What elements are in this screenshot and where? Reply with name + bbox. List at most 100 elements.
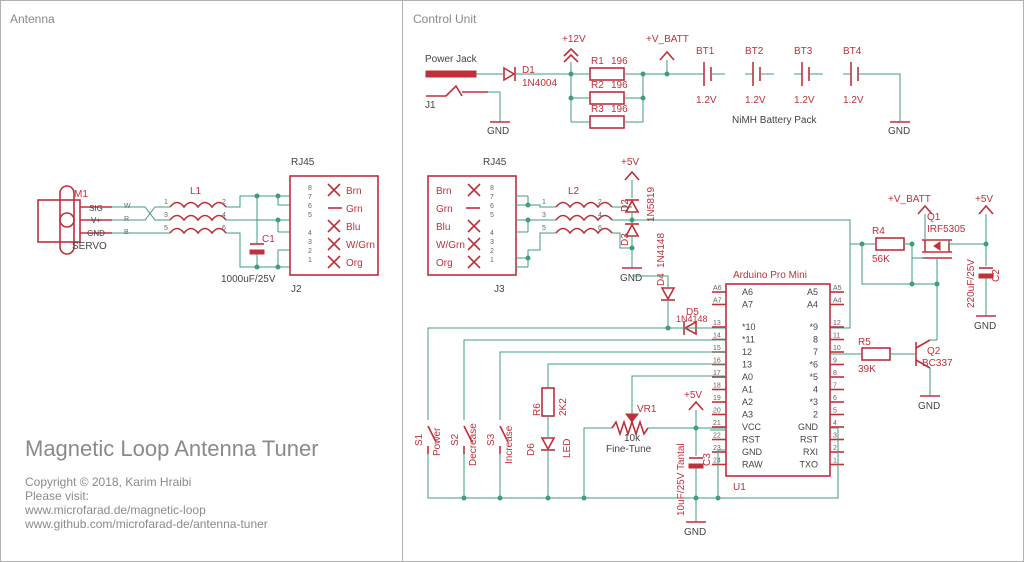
u1-right-pin-number: 3: [833, 433, 837, 440]
svg-text:+5V: +5V: [975, 194, 993, 205]
j3-pin: 2: [490, 248, 494, 255]
section-antenna-title: Antenna: [10, 12, 55, 26]
switch-s3: S3 Increase: [486, 425, 515, 464]
u1-right-pin-name: 2: [813, 410, 818, 420]
rail-5v-c2: +5V: [975, 194, 994, 266]
svg-text:D4: D4: [656, 273, 667, 286]
u1-left-pin-name: *10: [742, 322, 756, 332]
svg-text:2K2: 2K2: [558, 398, 569, 416]
j3-pin: 8: [490, 185, 494, 192]
net-increase: [499, 351, 726, 420]
gnd-c2: GND: [974, 315, 996, 332]
gnd-d3: GND: [620, 267, 642, 284]
battery-cell-voltage: 1.2V: [843, 95, 864, 106]
l1-pin1: 1: [164, 199, 168, 206]
u1-right-pin-number: A4: [833, 298, 842, 305]
svg-text:LED: LED: [562, 439, 573, 458]
u1-left-pin-name: A0: [742, 372, 753, 382]
capacitor-c2: C2 220uF/25V: [966, 259, 1002, 308]
u1-right-pin-number: 9: [833, 358, 837, 365]
j3-pin: 1: [490, 257, 494, 264]
credit-copyright: Copyright © 2018, Karim Hraibi: [25, 475, 191, 489]
svg-text:196: 196: [611, 56, 628, 67]
resistor-r1: R1 196: [589, 56, 628, 81]
capacitor-c3: C3 10uF/25V Tantal: [676, 443, 713, 516]
u1-right-pin-name: *3: [809, 397, 818, 407]
page-title: Magnetic Loop Antenna Tuner: [25, 436, 319, 461]
u1-left-pin-name: *11: [742, 335, 755, 345]
svg-text:R6: R6: [532, 403, 543, 416]
svg-text:4: 4: [598, 212, 602, 219]
rail-5v-vcc: +5V: [684, 390, 704, 456]
net-decrease: [463, 339, 726, 420]
svg-text:+V_BATT: +V_BATT: [646, 34, 689, 45]
resistor-r5: R5 39K: [858, 337, 891, 375]
u1-right-pin-name: RXI: [803, 447, 818, 457]
svg-text:D3: D3: [620, 233, 631, 246]
wire-l1-pin2: [226, 195, 290, 208]
svg-text:GND: GND: [888, 126, 910, 137]
wire-l1-pin6: [226, 232, 290, 268]
u1-left-pin-number: 14: [713, 333, 721, 340]
j2-pin: 2: [308, 248, 312, 255]
j2-pair-label: Org: [346, 258, 363, 269]
d1-value: 1N4004: [522, 78, 557, 89]
svg-text:196: 196: [611, 80, 628, 91]
svg-text:39K: 39K: [858, 364, 876, 375]
battery-label: NiMH Battery Pack: [732, 115, 817, 126]
power-jack-j1: Power Jack J1: [425, 54, 488, 111]
j3-pin: 3: [490, 239, 494, 246]
svg-text:10uF/25V Tantal: 10uF/25V Tantal: [676, 443, 687, 516]
u1-right-pin-name: *6: [809, 360, 818, 370]
u1-left-pin-name: A1: [742, 385, 753, 395]
c1-value: 1000uF/25V: [221, 274, 276, 285]
svg-text:R3: R3: [591, 104, 604, 115]
j3-pair-label: Blu: [436, 222, 450, 233]
resistor-r3: R3 196: [589, 104, 628, 129]
servo-pin-sig: SIG: [89, 204, 103, 213]
u1-left-pin-number: 20: [713, 408, 721, 415]
u1-left-pin-name: A3: [742, 410, 753, 420]
u1-left-pin-number: 19: [713, 395, 721, 402]
d1-ref: D1: [522, 65, 535, 76]
j2-type: RJ45: [291, 157, 315, 168]
capacitor-c1: C1 1000uF/25V: [221, 196, 276, 285]
svg-text:VR1: VR1: [637, 404, 657, 415]
servo-pin-vplus: V+: [91, 216, 101, 225]
u1-right-pin-name: A5: [807, 287, 818, 297]
j2-pair-label: W/Grn: [346, 240, 375, 251]
j3-pin: 4: [490, 230, 494, 237]
svg-text:GND: GND: [487, 126, 509, 137]
svg-text:1N4148: 1N4148: [656, 233, 667, 268]
u1-left-pin-name: 12: [742, 347, 752, 357]
u1-right-pin-name: GND: [798, 422, 819, 432]
j2-ref: J2: [291, 284, 302, 295]
u1-left-pin-number: 15: [713, 345, 721, 352]
svg-text:R1: R1: [591, 56, 604, 67]
j3-type: RJ45: [483, 157, 507, 168]
u1-right-pin-name: 8: [813, 335, 818, 345]
svg-text:S3: S3: [486, 433, 497, 446]
j2-pin: 1: [308, 257, 312, 264]
u1-name: Arduino Pro Mini: [733, 270, 807, 281]
j3-pair-label: W/Grn: [436, 240, 465, 251]
u1-left-pin-name: A6: [742, 287, 753, 297]
l2-ref: L2: [568, 186, 580, 197]
battery-cell-ref: BT3: [794, 46, 813, 57]
svg-text:R4: R4: [872, 226, 885, 237]
credit-url-2: www.github.com/microfarad-de/antenna-tun…: [24, 517, 268, 531]
j3-pair-label: Brn: [436, 186, 452, 197]
svg-text:Power: Power: [432, 427, 443, 456]
u1-left-pin-name: VCC: [742, 422, 762, 432]
j2-pin: 4: [308, 230, 312, 237]
svg-text:R5: R5: [858, 337, 871, 348]
u1-left-pin-number: A7: [713, 298, 722, 305]
svg-text:1: 1: [542, 199, 546, 206]
j3-pin: 5: [490, 212, 494, 219]
j3-pair-label: Org: [436, 258, 453, 269]
potentiometer-vr1: VR1 10k Fine-Tune: [606, 404, 657, 455]
u1-left-pin-name: A7: [742, 300, 753, 310]
diode-d1: D1 1N4004: [503, 65, 557, 89]
